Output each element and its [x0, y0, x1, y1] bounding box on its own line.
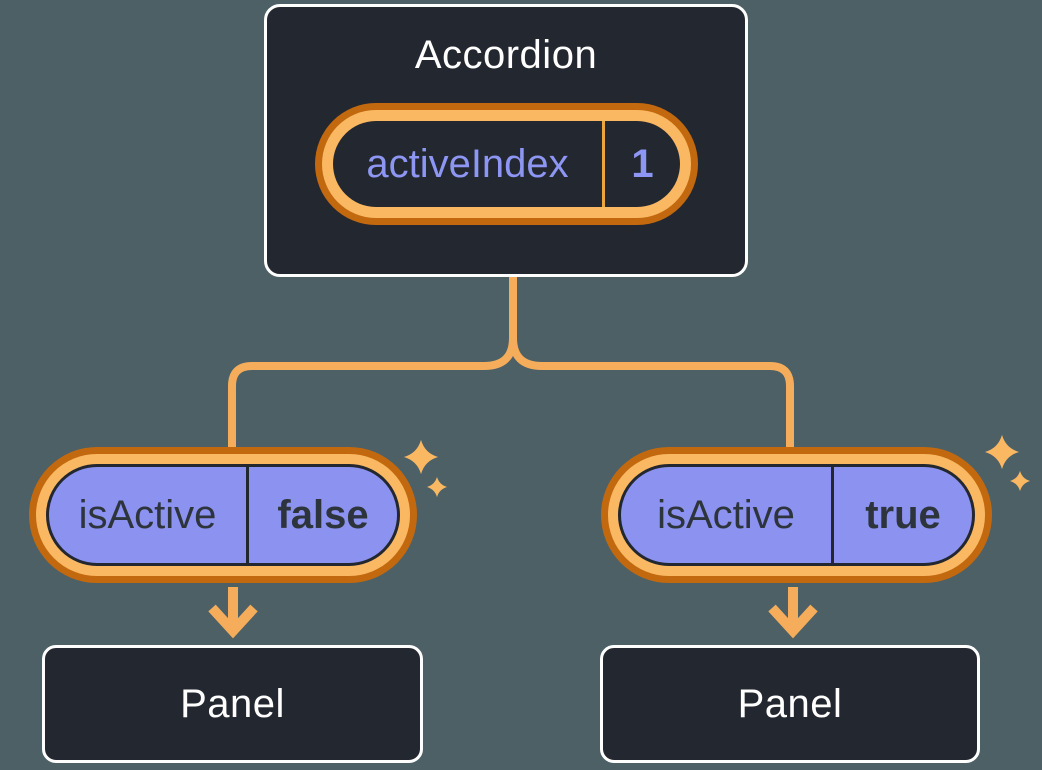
state-label: activeIndex [366, 142, 569, 186]
panel-right: Panel [600, 645, 980, 763]
sparkle-icon [403, 439, 439, 475]
connector-right-branch [509, 272, 794, 462]
sparkle-icon [1009, 470, 1031, 492]
accordion-title: Accordion [414, 33, 598, 77]
sparkle-icon [426, 476, 448, 498]
state-pill-divider [602, 121, 605, 207]
connector-left-branch [228, 272, 517, 462]
is-active-prop-pill-right: isActive true [618, 464, 975, 566]
sparkle-icon [984, 434, 1020, 470]
prop-pill-divider [246, 467, 249, 563]
panel-title: Panel [737, 681, 843, 726]
prop-label: isActive [78, 493, 217, 537]
panel-left: Panel [42, 645, 423, 763]
arrow-down-icon [208, 587, 258, 639]
prop-value: false [277, 493, 369, 537]
prop-value: true [865, 493, 941, 537]
prop-label: isActive [657, 493, 795, 537]
state-value: 1 [631, 142, 654, 186]
is-active-prop-pill-left: isActive false [46, 464, 400, 566]
active-index-state-pill: activeIndex 1 [333, 121, 680, 207]
panel-title: Panel [180, 681, 285, 726]
arrow-down-icon [768, 587, 818, 639]
prop-pill-divider [831, 467, 834, 563]
